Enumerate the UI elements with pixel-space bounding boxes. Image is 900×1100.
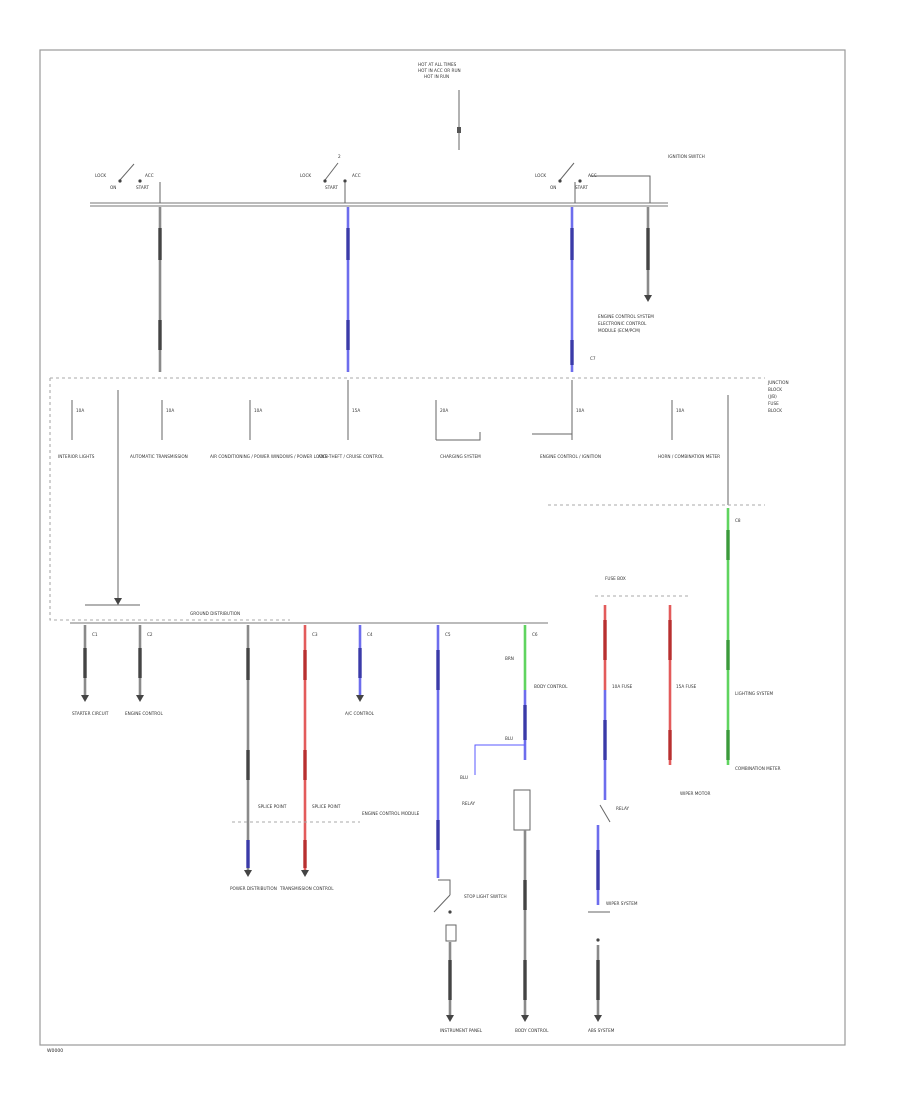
bottom-label: ABS SYSTEM <box>588 1028 615 1033</box>
title-line-1: HOT AT ALL TIMES <box>418 62 457 67</box>
circuit-label: AIR CONDITIONING / POWER WINDOWS / POWER… <box>210 454 328 459</box>
svg-text:ENGINE CONTROL MODULE: ENGINE CONTROL MODULE <box>362 811 420 816</box>
circuit-label: HORN / COMBINATION METER <box>658 454 720 459</box>
svg-text:BLOCK: BLOCK <box>768 408 782 413</box>
ground-label: GROUND DISTRIBUTION <box>190 611 240 616</box>
svg-text:C6: C6 <box>532 632 538 637</box>
svg-text:ELECTRONIC CONTROL: ELECTRONIC CONTROL <box>598 321 647 326</box>
svg-text:C8: C8 <box>735 518 741 523</box>
svg-text:BRN: BRN <box>505 656 514 661</box>
bottom-label: A/C CONTROL <box>345 711 375 716</box>
svg-text:ON: ON <box>110 185 116 190</box>
svg-text:10A FUSE: 10A FUSE <box>612 684 633 689</box>
diagram-frame <box>39 49 846 1046</box>
splice-label: SPLICE POINT <box>312 804 341 809</box>
svg-text:ON: ON <box>550 185 556 190</box>
svg-text:BLU: BLU <box>460 775 468 780</box>
bottom-label: INSTRUMENT PANEL <box>440 1028 483 1033</box>
bottom-label: POWER DISTRIBUTION <box>230 886 277 891</box>
svg-text:C3: C3 <box>312 632 318 637</box>
ignition-switch-label: IGNITION SWITCH <box>668 154 705 159</box>
title-line-2: HOT IN ACC OR RUN <box>418 68 461 73</box>
fuses-row: 10A 10A 10A 15A 20A 10A 10A <box>71 380 684 441</box>
bottom-label: LIGHTING SYSTEM <box>735 691 774 696</box>
svg-text:COMBINATION METER: COMBINATION METER <box>735 766 781 771</box>
svg-text:2: 2 <box>338 154 341 159</box>
fuse-label: 20A <box>440 408 448 413</box>
fuse-label: 15A <box>352 408 360 413</box>
upper-circuit-labels: INTERIOR LIGHTS AUTOMATIC TRANSMISSION A… <box>58 454 720 459</box>
circuit-label: CHARGING SYSTEM <box>440 454 481 459</box>
circuit-label: INTERIOR LIGHTS <box>58 454 95 459</box>
svg-text:(J/B): (J/B) <box>768 394 777 399</box>
svg-text:LOCK: LOCK <box>535 173 546 178</box>
svg-text:START: START <box>575 185 588 190</box>
svg-text:15A FUSE: 15A FUSE <box>676 684 697 689</box>
svg-text:ENGINE CONTROL SYSTEM: ENGINE CONTROL SYSTEM <box>598 314 654 319</box>
power-source-box: HOT AT ALL TIMES HOT IN ACC OR RUN HOT I… <box>418 62 461 150</box>
bottom-label: TRANSMISSION CONTROL <box>279 886 334 891</box>
svg-text:BLU: BLU <box>505 736 513 741</box>
svg-text:LOCK: LOCK <box>300 173 311 178</box>
fuse-label: 10A <box>576 408 584 413</box>
svg-text:MODULE (ECM/PCM): MODULE (ECM/PCM) <box>598 328 641 333</box>
ignition-switch-2: LOCK ACC START 2 <box>300 154 361 203</box>
fuse-block-label: JUNCTION BLOCK (J/B) FUSE BLOCK <box>767 380 789 413</box>
bottom-label: BODY CONTROL <box>515 1028 549 1033</box>
svg-text:ACC: ACC <box>145 173 154 178</box>
relay-label: RELAY <box>616 806 630 811</box>
svg-text:C7: C7 <box>590 356 596 361</box>
svg-text:BLOCK: BLOCK <box>768 387 782 392</box>
svg-text:JUNCTION: JUNCTION <box>767 380 789 385</box>
bottom-label: ENGINE CONTROL <box>125 711 163 716</box>
svg-text:START: START <box>325 185 338 190</box>
svg-text:C1: C1 <box>92 632 98 637</box>
svg-text:C5: C5 <box>445 632 451 637</box>
splice-label: SPLICE POINT <box>258 804 287 809</box>
bottom-label: STARTER CIRCUIT <box>72 711 109 716</box>
svg-text:LOCK: LOCK <box>95 173 106 178</box>
fuse-label: 10A <box>676 408 684 413</box>
fuse-label: 10A <box>76 408 84 413</box>
svg-text:FUSE: FUSE <box>768 401 779 406</box>
fuse-label: 10A <box>254 408 262 413</box>
fuse-label: 10A <box>166 408 174 413</box>
bottom-label: WIPER SYSTEM <box>606 901 638 906</box>
svg-text:C2: C2 <box>147 632 153 637</box>
ignition-switch-1: LOCK ACC ON START <box>95 163 161 203</box>
relay-label: RELAY <box>462 801 476 806</box>
svg-text:START: START <box>136 185 149 190</box>
svg-text:FUSE BOX: FUSE BOX <box>605 576 626 581</box>
page-code: W0000 <box>47 1048 63 1054</box>
circuit-label: ANTI-THEFT / CRUISE CONTROL <box>318 454 384 459</box>
svg-text:WIPER MOTOR: WIPER MOTOR <box>680 791 711 796</box>
title-line-3: HOT IN RUN <box>424 74 449 79</box>
relay-label: STOP LIGHT SWITCH <box>464 894 507 899</box>
ignition-switch-3: LOCK ACC ON START IGNITION SWITCH <box>535 154 705 203</box>
circuit-label: ENGINE CONTROL / IGNITION <box>540 454 601 459</box>
fuse-box-right: FUSE BOX 10A FUSE 15A FUSE RELAY WIPER M… <box>588 576 711 1033</box>
svg-text:C4: C4 <box>367 632 373 637</box>
svg-text:BODY CONTROL: BODY CONTROL <box>534 684 568 689</box>
svg-text:ACC: ACC <box>352 173 361 178</box>
circuit-label: AUTOMATIC TRANSMISSION <box>130 454 188 459</box>
